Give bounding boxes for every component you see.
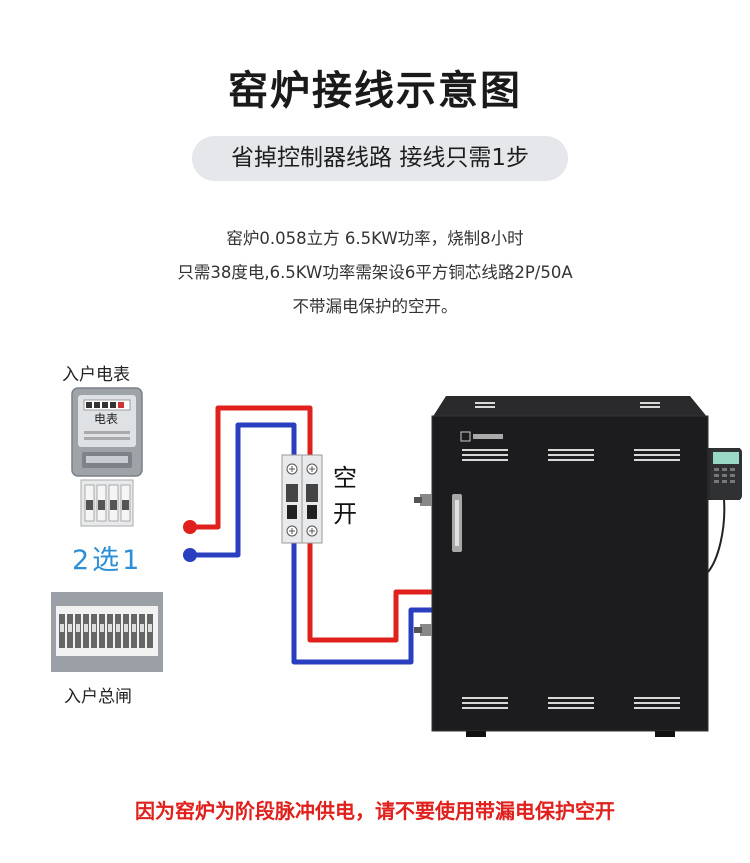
circuit-breaker-icon [281, 454, 323, 544]
neutral-terminal-dot [183, 548, 197, 562]
main-switch-panel-icon [51, 592, 163, 672]
main-switch-caption: 入户总闸 [64, 687, 132, 707]
subtitle-pill: 省掉控制器线路 接线只需1步 [192, 136, 568, 181]
description-line-1: 窑炉0.058立方 6.5KW功率，烧制8小时 [226, 229, 524, 248]
warning-text: 因为窑炉为阶段脉冲供电，请不要使用带漏电保护空开 [135, 799, 615, 823]
breaker-label-top: 空 [333, 464, 357, 492]
electric-meter-icon [71, 387, 143, 527]
description-line-3: 不带漏电保护的空开。 [292, 297, 458, 316]
live-terminal-dot [183, 520, 197, 534]
meter-face-label: 电表 [94, 412, 119, 426]
page-title: 窑炉接线示意图 [228, 68, 522, 114]
choose-one-label: 2选1 [72, 545, 143, 576]
kiln-icon [414, 396, 742, 737]
meter-caption: 入户电表 [62, 365, 130, 385]
breaker-label-bottom: 开 [333, 500, 357, 528]
description-line-2: 只需38度电,6.5KW功率需架设6平方铜芯线路2P/50A [177, 263, 573, 282]
